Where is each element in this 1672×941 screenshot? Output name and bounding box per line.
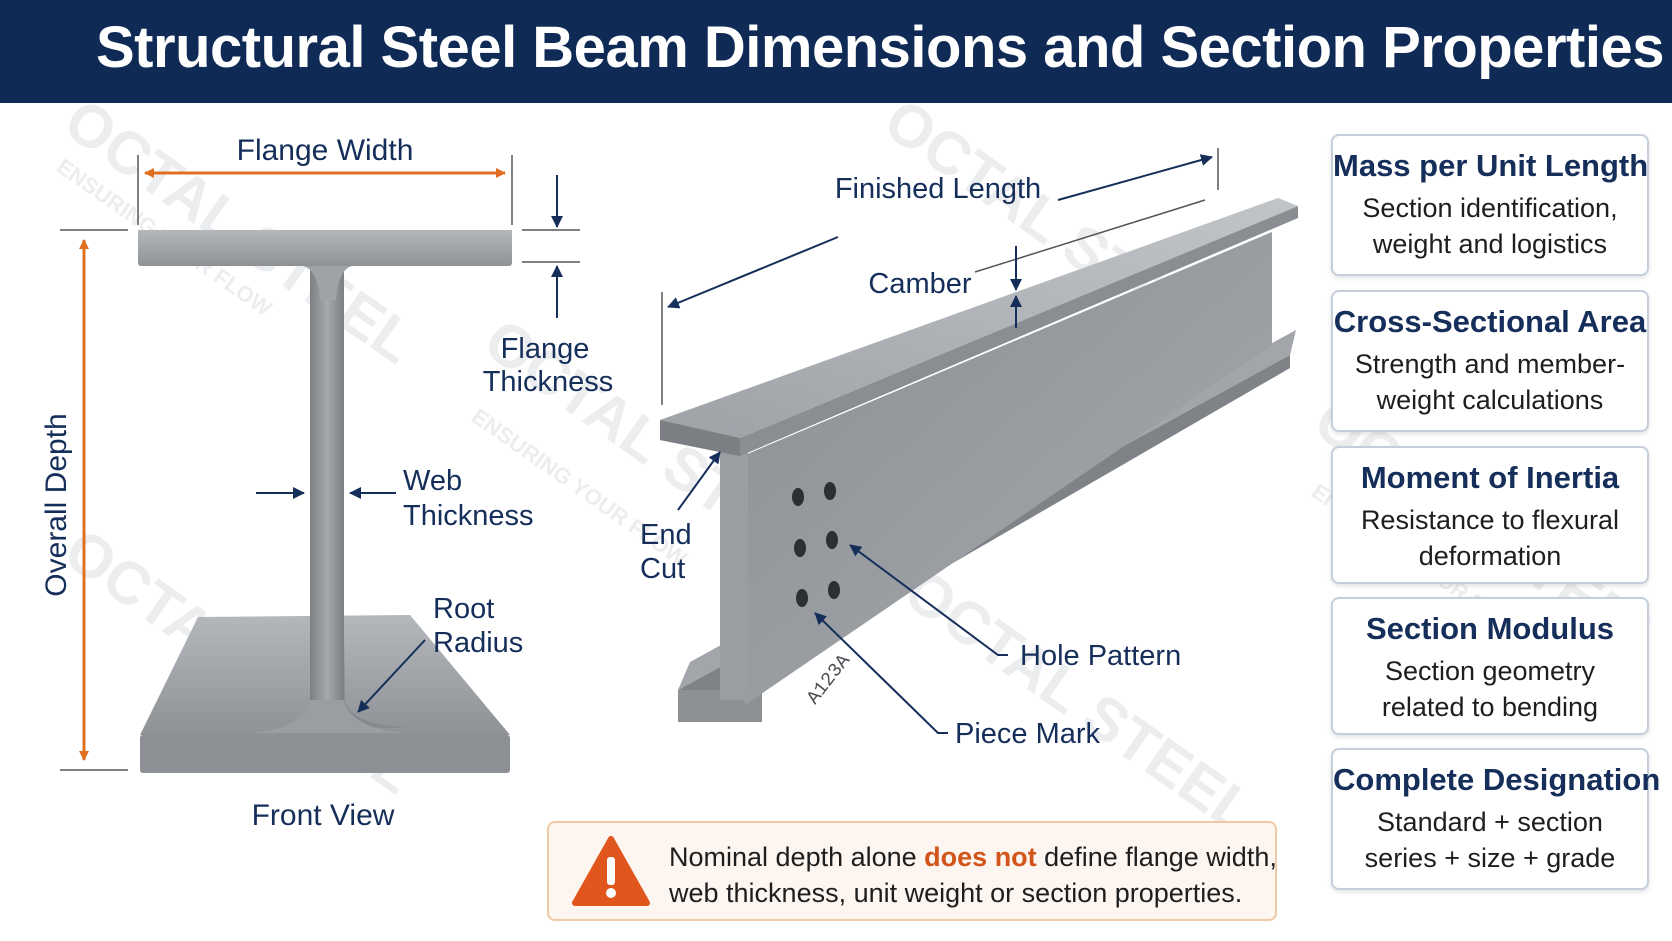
- label-flange-width: Flange Width: [237, 134, 414, 167]
- card-title: Section Modulus: [1366, 611, 1614, 646]
- card-mass-per-unit-length: Mass per Unit Length Section identificat…: [1331, 134, 1649, 276]
- label-flange-thickness: Flange: [501, 333, 590, 365]
- card-title: Cross-Sectional Area: [1333, 304, 1647, 339]
- isometric-beam: A123A: [660, 198, 1298, 722]
- card-title: Moment of Inertia: [1360, 460, 1620, 495]
- card-cross-sectional-area: Cross-Sectional Area Strength and member…: [1331, 290, 1649, 432]
- label-web-thickness: Web: [403, 465, 462, 497]
- card-title: Complete Designation: [1333, 762, 1661, 797]
- label-end-cut: Cut: [640, 553, 685, 585]
- label-end-cut: End: [640, 519, 692, 551]
- label-overall-depth: Overall Depth: [40, 413, 73, 596]
- page-title: Structural Steel Beam Dimensions and Sec…: [96, 15, 1664, 80]
- front-view-beam: [138, 230, 512, 773]
- card-description: Section identification,weight and logist…: [1362, 193, 1618, 259]
- warning-emphasis: does not: [924, 842, 1037, 872]
- label-root-radius: Radius: [433, 627, 523, 659]
- label-finished-length: Finished Length: [835, 173, 1041, 205]
- card-moment-of-inertia: Moment of Inertia Resistance to flexural…: [1331, 446, 1649, 584]
- label-front-view: Front View: [252, 799, 395, 832]
- label-piece-mark: Piece Mark: [955, 718, 1101, 750]
- watermark-brand: OCTAL STEEL: [893, 556, 1268, 847]
- warning-callout: Nominal depth alone does not define flan…: [547, 821, 1277, 921]
- label-hole-pattern: Hole Pattern: [1020, 640, 1181, 672]
- warning-text: Nominal depth alone does not define flan…: [669, 842, 1277, 908]
- label-root-radius: Root: [433, 593, 494, 625]
- warning-icon: [572, 836, 650, 906]
- label-web-thickness: Thickness: [403, 500, 534, 532]
- label-flange-thickness: Thickness: [483, 366, 614, 398]
- card-description: Strength and member-weight calculations: [1354, 349, 1626, 415]
- card-title: Mass per Unit Length: [1333, 148, 1649, 183]
- label-camber: Camber: [868, 268, 971, 300]
- header-banner: Structural Steel Beam Dimensions and Sec…: [0, 0, 1672, 103]
